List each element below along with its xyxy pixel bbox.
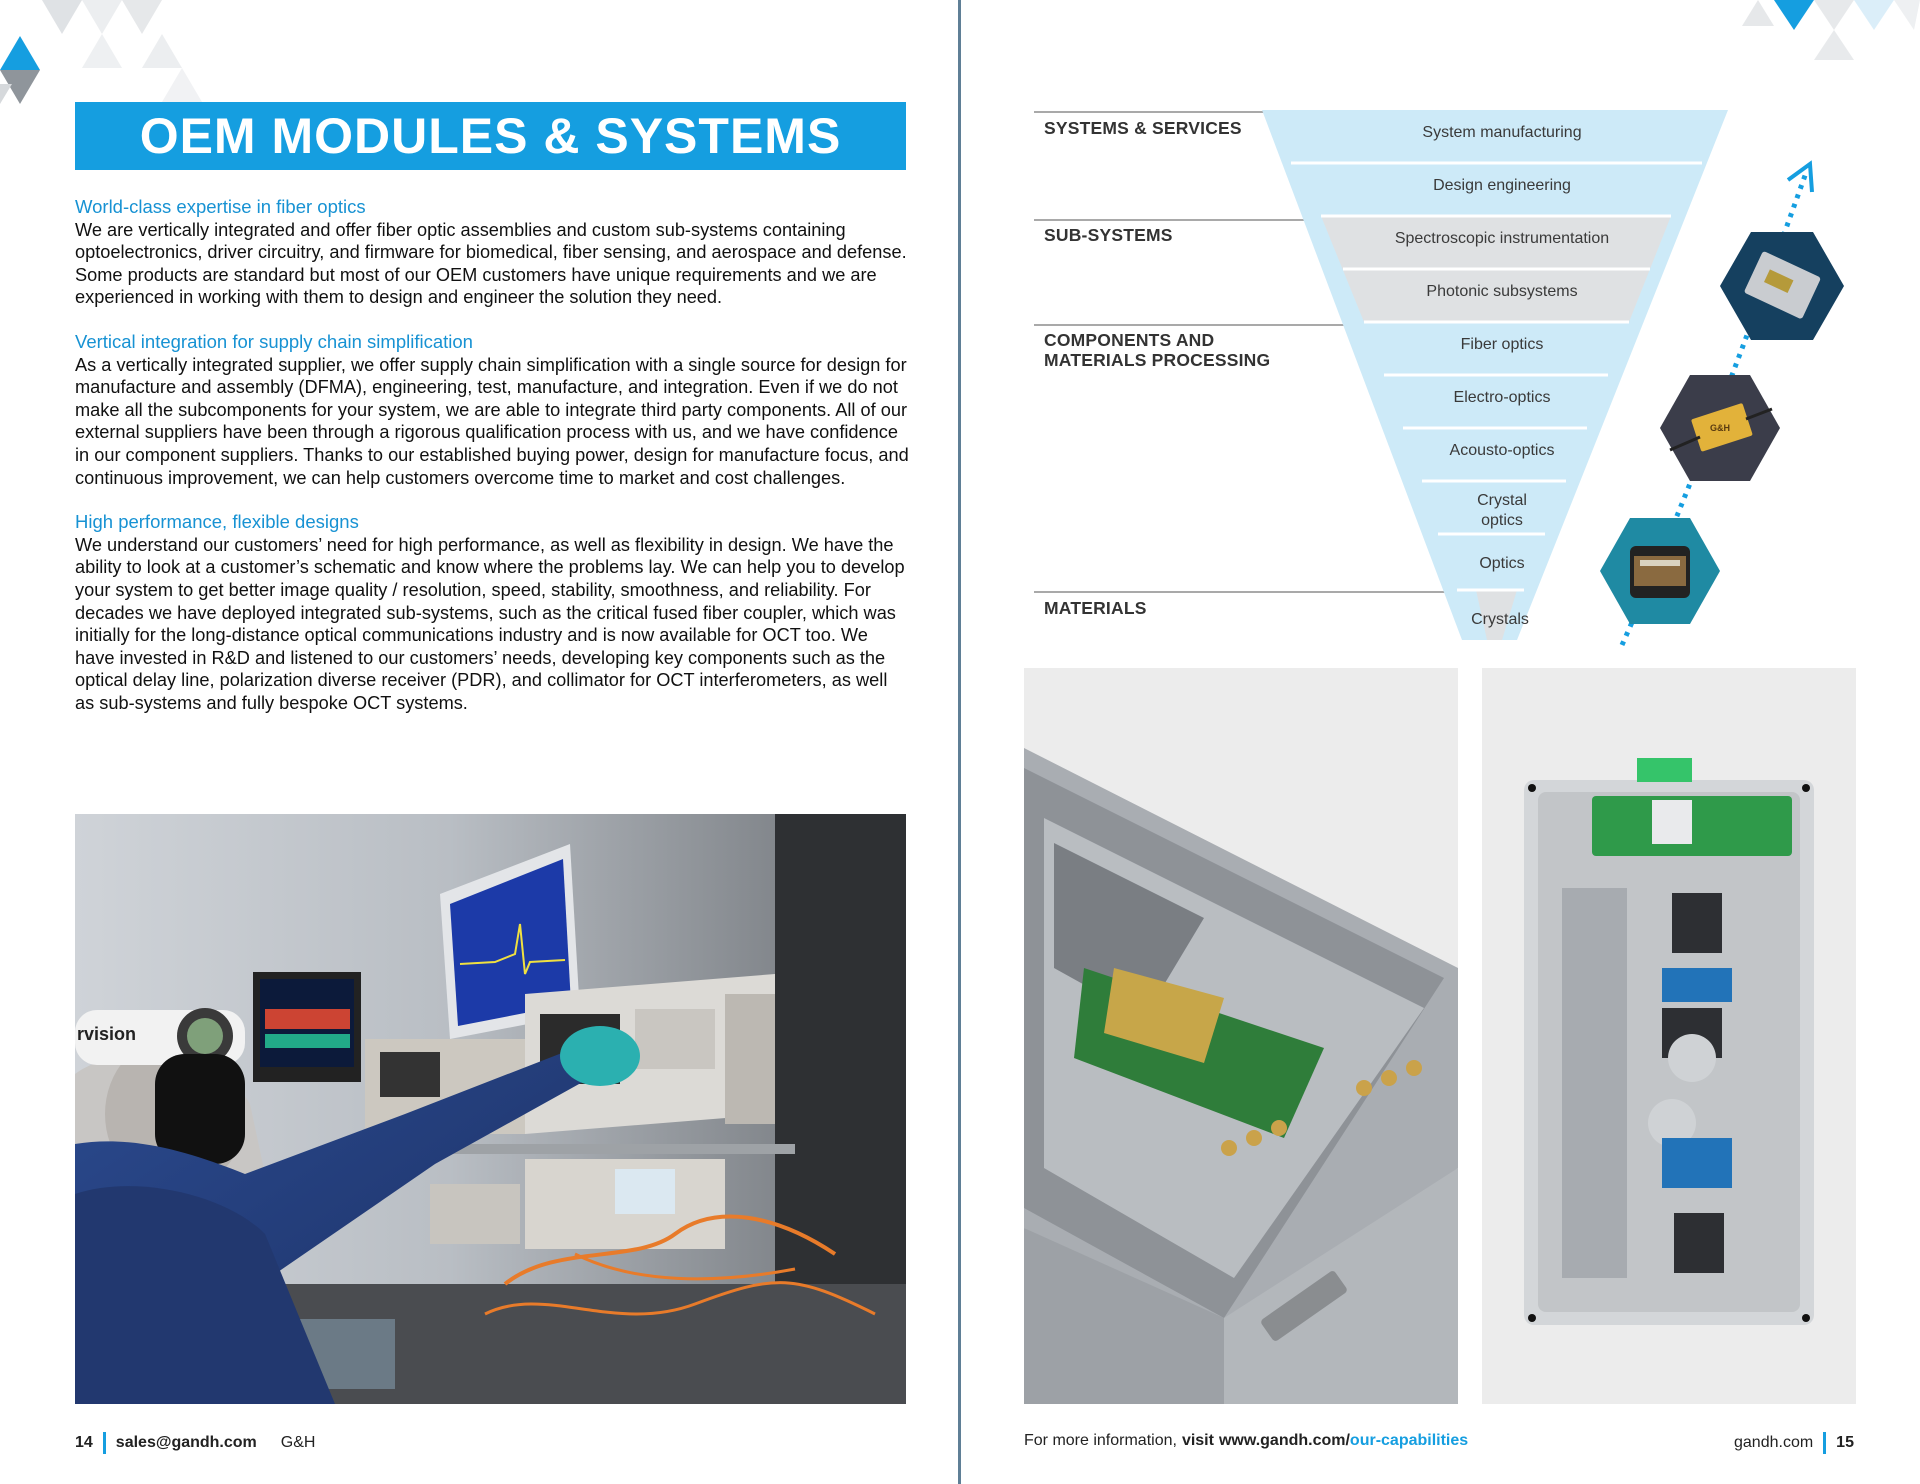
capability-pyramid (1262, 110, 1728, 640)
left-page: OEM MODULES & SYSTEMS World-class expert… (0, 0, 958, 1484)
page-number: 14 (75, 1434, 93, 1451)
right-footer-pagination: gandh.com 15 (1734, 1432, 1854, 1454)
goggle-strap-text: rvision (77, 1024, 136, 1044)
section-heading: Vertical integration for supply chain si… (75, 330, 473, 352)
section-high-performance: High performance, flexible designs We un… (75, 511, 911, 714)
category-systems-services: SYSTEMS & SERVICES (1044, 118, 1242, 138)
footer-info-prefix: For more information, (1024, 1432, 1177, 1449)
tier-label: Spectroscopic instrumentation (1394, 230, 1610, 247)
hex-module-photo-top (1720, 232, 1844, 340)
section-vertical-integration: Vertical integration for supply chain si… (75, 331, 911, 489)
page-spine-divider (958, 0, 961, 1484)
footer-url-base[interactable]: www.gandh.com/ (1218, 1432, 1350, 1449)
angled-module-illustration (1024, 668, 1458, 1404)
page-number: 15 (1836, 1434, 1854, 1451)
footer-visit: visit (1181, 1432, 1214, 1449)
tier-label: Crystals (1471, 611, 1529, 628)
hex-module-photo-mid: G&H (1660, 375, 1780, 481)
category-rule (1034, 111, 1266, 113)
tier-label: System manufacturing (1422, 124, 1582, 141)
footer-brand: G&H (280, 1434, 316, 1451)
topdown-module-illustration (1482, 668, 1856, 1404)
footer-divider (102, 1432, 106, 1454)
module-label: G&H (1710, 423, 1730, 433)
section-heading: World-class expertise in fiber optics (75, 196, 366, 217)
category-rule (1034, 219, 1310, 221)
right-footer-info: For more information, visit www.gandh.co… (1024, 1432, 1468, 1450)
section-heading: High performance, flexible designs (75, 511, 359, 533)
footer-email-link[interactable]: sales@gandh.com (115, 1434, 257, 1451)
section-body: We understand our customers’ need for hi… (75, 534, 905, 713)
tier-label: Electro-optics (1453, 389, 1551, 406)
module-topdown-render (1482, 668, 1856, 1404)
tier-label: Photonic subsystems (1426, 283, 1578, 300)
title-banner: OEM MODULES & SYSTEMS (75, 102, 906, 170)
category-materials: MATERIALS (1044, 598, 1147, 618)
category-sub-systems: SUB-SYSTEMS (1044, 225, 1173, 245)
tier-label: Crystal optics (1477, 492, 1527, 529)
section-expertise: World-class expertise in fiber optics We… (75, 196, 911, 309)
body-text-column: World-class expertise in fiber optics We… (75, 196, 911, 736)
footer-url-path-link[interactable]: our-capabilities (1349, 1432, 1469, 1449)
category-rule (1034, 324, 1364, 326)
corner-triangles-decoration (0, 0, 202, 104)
lab-technician-photo: rvision (75, 814, 906, 1404)
left-footer: 14 sales@gandh.com G&H (75, 1432, 315, 1454)
page-title: OEM MODULES & SYSTEMS (139, 108, 842, 164)
right-page: SYSTEMS & SERVICES SUB-SYSTEMS COMPONENT… (962, 0, 1920, 1484)
category-components-materials: COMPONENTS AND MATERIALS PROCESSING (1044, 330, 1271, 370)
tier-label: Design engineering (1433, 177, 1571, 194)
hex-module-photo-bottom (1600, 518, 1720, 624)
tier-label: Fiber optics (1460, 336, 1544, 353)
section-body: As a vertically integrated supplier, we … (75, 354, 909, 488)
corner-triangles-decoration (1742, 0, 1920, 60)
footer-divider (1823, 1432, 1827, 1454)
lab-scene-illustration: rvision (75, 814, 906, 1404)
module-angled-render (1024, 668, 1458, 1404)
section-body: We are vertically integrated and offer f… (75, 219, 907, 308)
tier-label: Acousto-optics (1449, 442, 1555, 459)
footer-site[interactable]: gandh.com (1734, 1434, 1814, 1451)
category-rule (1034, 591, 1492, 593)
tier-label: Optics (1479, 555, 1525, 572)
